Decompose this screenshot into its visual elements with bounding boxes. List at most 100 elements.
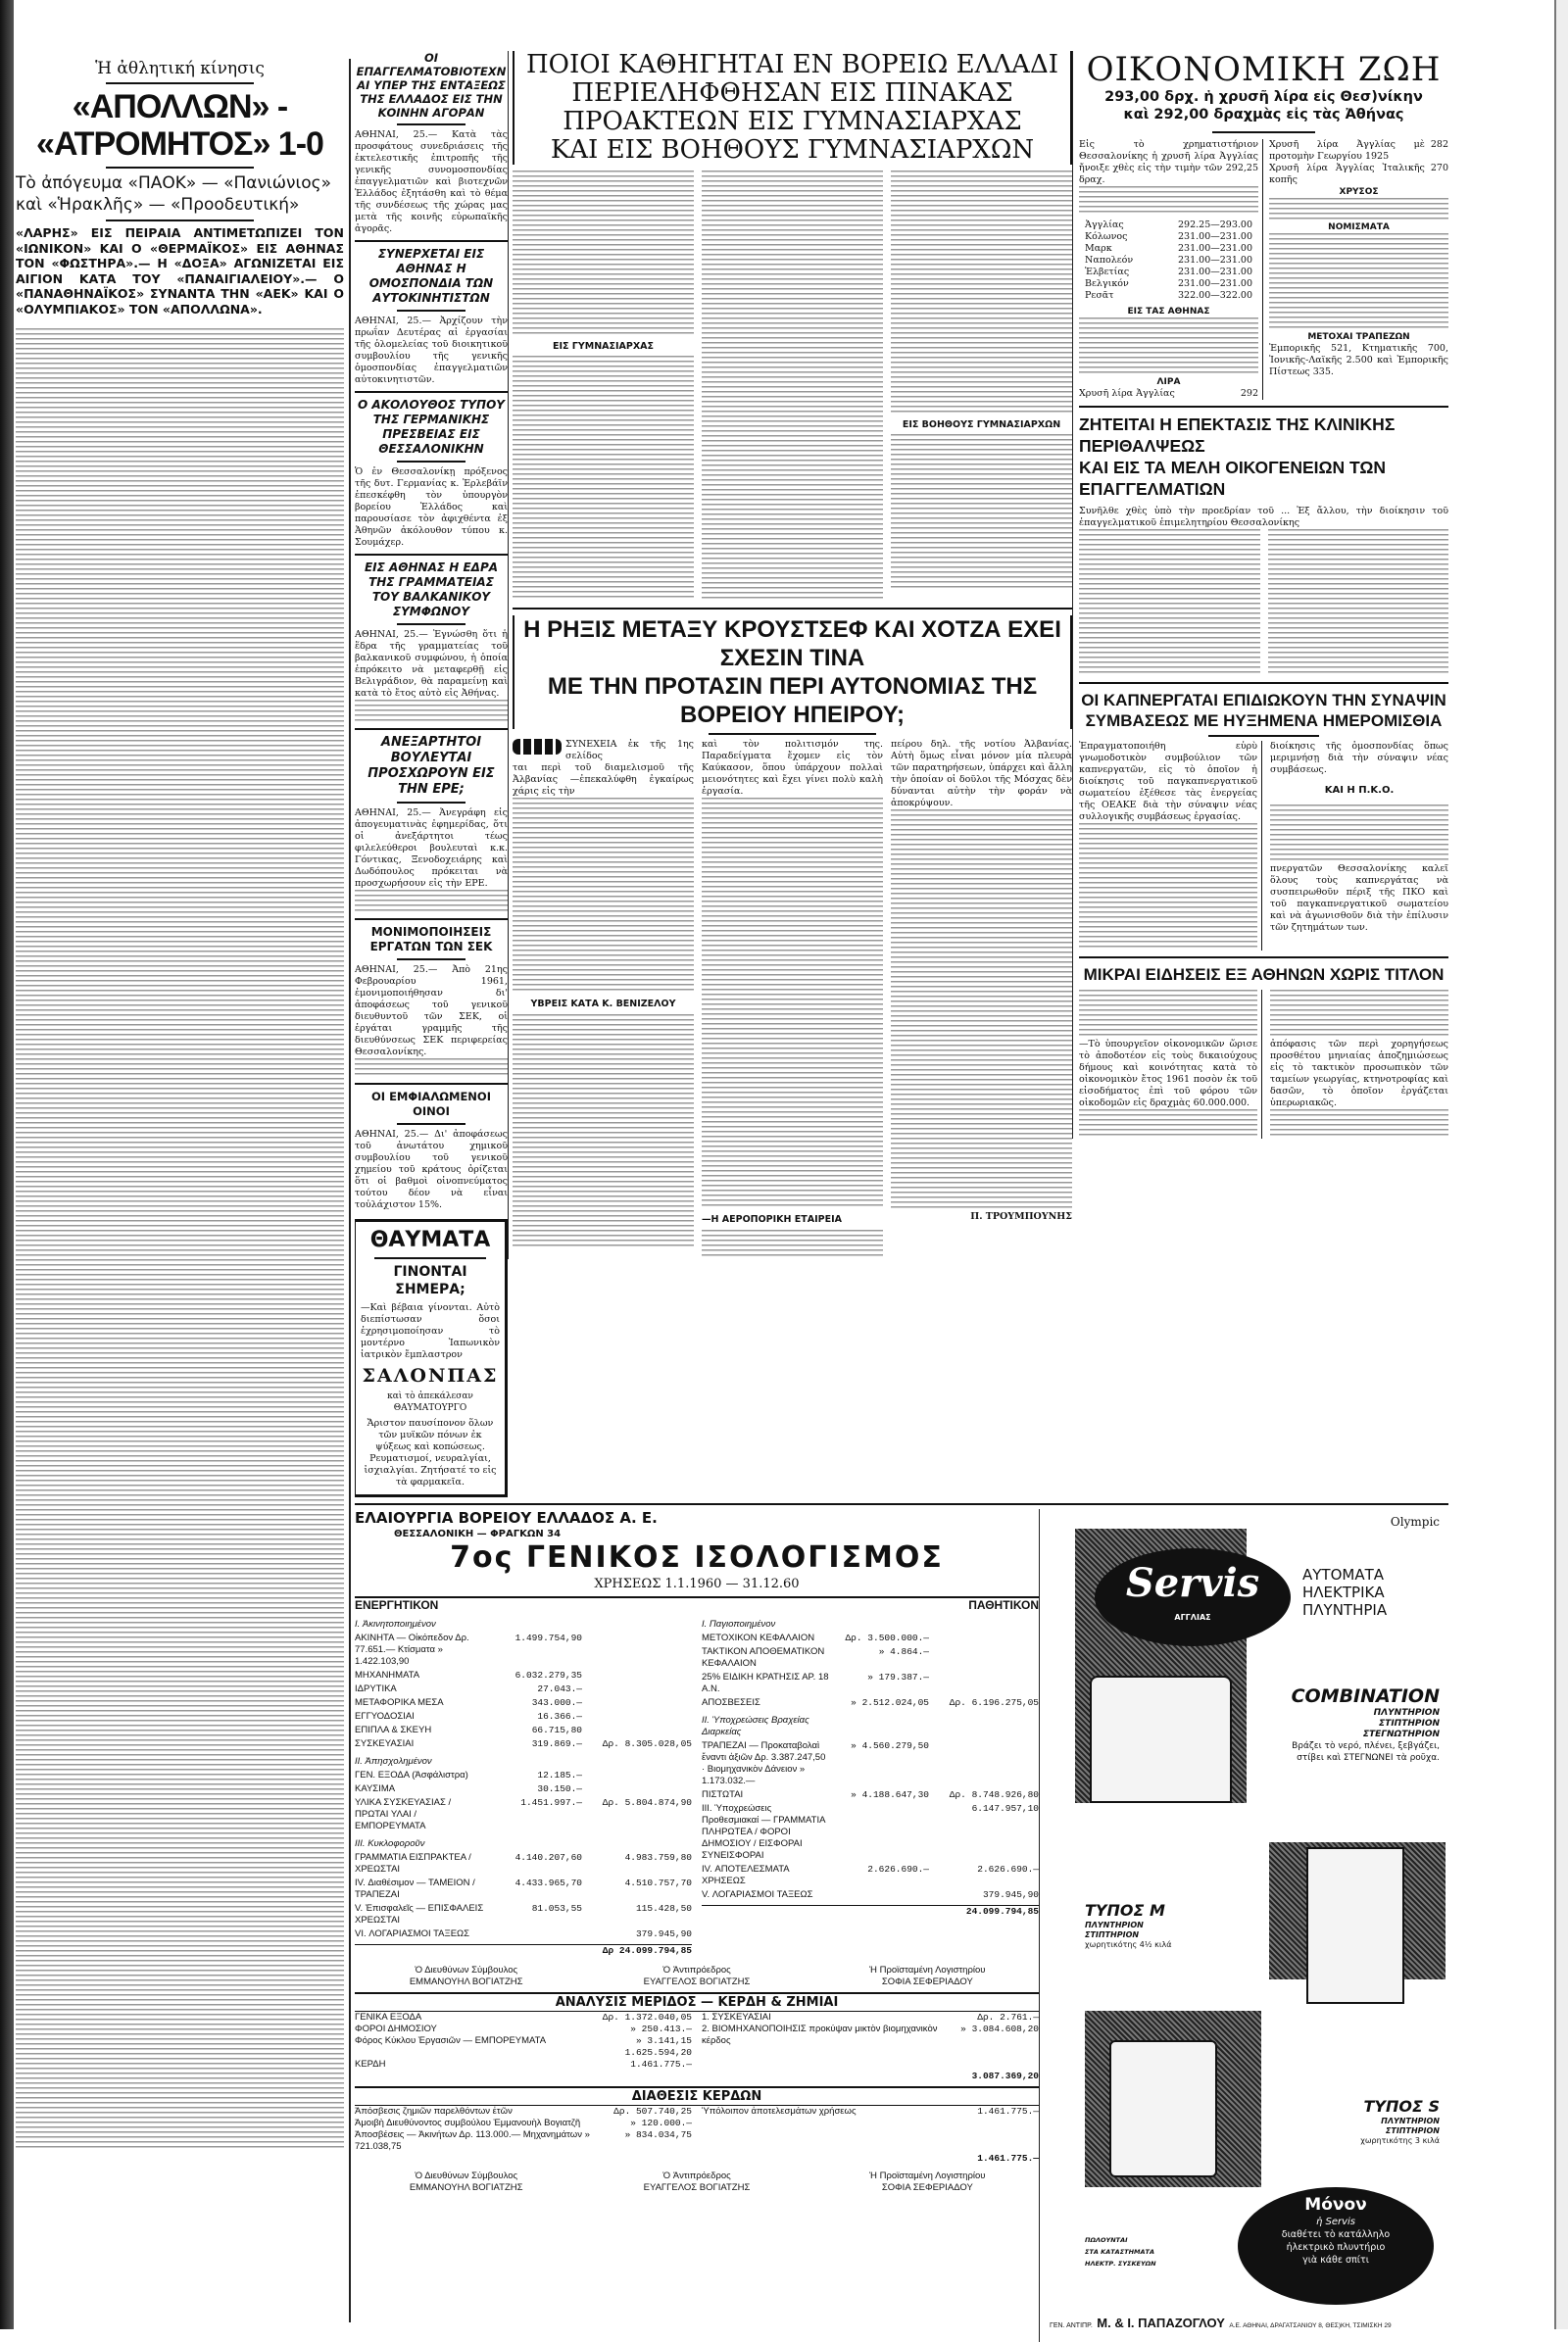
row-amount: » 834.034,75 [624,2129,692,2140]
economy-headline: ΟΙΚΟΝΟΜΙΚΗ ΖΩΗ [1086,50,1442,89]
brief-news: ΜΙΚΡΑΙ ΕΙΔΗΣΕΙΣ ΕΞ ΑΘΗΝΩΝ ΧΩΡΙΣ ΤΙΤΛΟΝ —… [1079,964,1448,1139]
type-m-capacity: χωρητικότης 4½ κιλά [1085,1940,1172,1949]
row-total: 4.510.757,70 [624,1878,692,1888]
albania-subhead: ΥΒΡΕΙΣ ΚΑΤΑ Κ. ΒΕΝΙΖΕΛΟΥ [530,999,676,1009]
row-total [586,1683,692,1695]
section-rule [513,608,1072,610]
body-text-lines [1270,805,1448,863]
ad-headline-line: ΠΛΥΝΤΗΡΙΑ [1302,1601,1388,1619]
type-s-line: ΣΤΙΠΤΗΡΙΟΝ [1385,2126,1440,2135]
oval-line: ἠλεκτρικὸ πλυντήριο [1286,2242,1386,2253]
table-row: ΤΡΑΠΕΖΑΙ — Προκαταβολαὶ ἔναντι ἀξιῶν Δρ.… [702,1740,1039,1787]
combo-desc: Βράζει τὸ νερό, πλένει, ξεβγάζει, στίβει… [1292,1741,1440,1763]
row-amount: 30.150.— [537,1783,582,1794]
main-area: ΟΙ ΕΠΑΓΓΕΛΜΑΤΟΒΙΟΤΕΧΝΑΙ ΥΠΕΡ ΤΗΣ ΕΝΤΑΞΕΩ… [355,51,1448,2342]
servis-ad: Olympic Servis ΑΓΓΛΙΑΣ ΑΥΤΟΜΑΤΑ ΗΛΕΚΤΡΙΚ… [1046,1509,1449,2342]
row-total [586,1756,692,1768]
currency-label: Βελγικόν [1085,278,1129,289]
row-amount: Δρ. 3.500.000.— [845,1633,929,1643]
currency-value: 292.25—293.00 [1178,220,1252,230]
body-text-lines [1079,317,1258,376]
body-text-lines [355,700,508,723]
salonpas-intro: —Καὶ βέβαια γίνονται. Αὐτὸ διεπίστωσαν ὅ… [361,1302,500,1360]
signature-role: Ἡ Προϊσταμένη Λογιστηρίου [869,2171,986,2181]
albania-article: Η ΡΗΞΙΣ ΜΕΤΑΞΥ ΚΡΟΥΣΤΣΕΦ ΚΑΙ ΧΟΤΖΑ ΕΧΕΙ … [513,615,1072,1259]
row-amount: Δρ. 1.372.040,05 [602,2012,692,2023]
row-label: 2. ΒΙΟΜΗΧΑΝΟΠΟΙΗΣΙΣ προκύψαν μικτὸν βιομ… [702,2024,938,2046]
combo-title: COMBINATION [1291,1685,1440,1707]
sports-deck: «ΛΑΡΗΣ» ΕΙΣ ΠΕΙΡΑΙΑ ΑΝΤΙΜΕΤΩΠΙΖΕΙ ΤΟΝ «Ι… [16,225,344,317]
salonpas-title: ΘΑΥΜΑΤΑ [369,1228,491,1252]
table-row: ΥΛΙΚΑ ΣΥΣΚΕΥΑΣΙΑΣ / ΠΡΩΤΑΙ ΥΛΑΙ / ΕΜΠΟΡΕ… [355,1797,692,1832]
currency-value: 231.00—231.00 [1178,255,1252,266]
salonpas-ad: ΘΑΥΜΑΤΑ ΓΙΝΟΝΤΑΙ ΣΗΜΕΡΑ; —Καὶ βέβαια γίν… [355,1219,508,1497]
table-row: II. Ἀπησχολημένον [355,1756,692,1768]
brief-article: ΣΥΝΕΡΧΕΤΑΙ ΕΙΣ ΑΘΗΝΑΣ Η ΟΜΟΣΠΟΝΔΙΑ ΤΩΝ Α… [355,247,508,386]
brief-text: ΑΘΗΝΑΙ, 25.— Κατὰ τὰς προσφάτους συνεδρι… [355,129,508,234]
row-total: Δρ. 8.748.926,80 [949,1789,1039,1800]
table-row: I. Ἀκινητοποιημένον [355,1619,692,1631]
dist-total-row: 1.461.775.— [355,2153,1039,2165]
signature-name: ΕΥΑΓΓΕΛΟΣ ΒΟΓΙΑΤΖΗΣ [643,1976,751,1987]
lira-value: 292 [1240,388,1258,399]
body-text-lines [702,171,883,602]
servis-logo: Servis ΑΓΓΛΙΑΣ [1095,1548,1291,1646]
row-amount: 1.461.775.— [977,2106,1039,2117]
row-label: III. Κυκλοφοροῦν [355,1838,425,1849]
tobacco-subhead: ΚΑΙ Η Π.Κ.Ο. [1324,785,1395,796]
lira-row: Χρυσῆ λίρα Ἀγγλίας 292 [1079,388,1258,400]
continued-note: ΣΥΝΕΧΕΙΑ ἐκ τῆς 1ης σελίδος [565,739,694,761]
row-total: 379.945,90 [635,1928,692,1939]
row-amount: » 4.188.647,30 [851,1789,929,1800]
table-row: 25% ΕΙΔΙΚΗ ΚΡΑΤΗΣΙΣ ΑΡ. 18 Α.Ν.» 179.387… [702,1672,1039,1695]
headline-line: ΠΟΙΟΙ ΚΑΘΗΓΗΤΑΙ ΕΝ ΒΟΡΕΙΩ ΕΛΛΑΔΙ [525,50,1058,79]
row-label: ΕΓΓΥΟΔΟΣΙΑΙ [355,1711,415,1722]
economy-sub1: 293,00 δρχ. ἡ χρυσῆ λίρα εἰς Θεσ)νίκην [1104,89,1423,105]
row-label: 25% ΕΙΔΙΚΗ ΚΡΑΤΗΣΙΣ ΑΡ. 18 Α.Ν. [702,1672,829,1694]
row-total: 379.945,90 [982,1889,1039,1900]
oval-line: ἡ Servis [1315,2217,1356,2227]
headline-line: ΟΙ ΚΑΠΝΕΡΓΑΤΑΙ ΕΠΙΔΙΩΚΟΥΝ ΤΗΝ ΣΥΝΑΨΙΝ [1081,691,1446,709]
row-label: VI. ΛΟΓΑΡΙΑΣΜΟΙ ΤΑΞΕΩΣ [355,1928,470,1939]
row-label: Ἀπόσβεσις ζημιῶν παρελθόντων ἐτῶν [355,2106,513,2117]
row-total [933,1672,1039,1695]
table-row: I. Παγιοποιημένον [702,1619,1039,1631]
signature-name: ΕΥΑΓΓΕΛΟΣ ΒΟΓΙΑΤΖΗΣ [643,2182,751,2193]
row-label: I. Παγιοποιημένον [702,1619,776,1630]
section-rule [1079,956,1448,958]
body-text-lines [891,171,1072,415]
bottom-row: ΕΛΑΙΟΥΡΓΙΑ ΒΟΡΕΙΟΥ ΕΛΛΑΔΟΣ Α. Ε. ΘΕΣΣΑΛΟ… [355,1503,1448,2342]
table-row: ΑΚΙΝΗΤΑ — Οἰκόπεδον Δρ. 77.651.— Κτίσματ… [355,1633,692,1668]
row-total [586,1725,692,1736]
sports-kicker: Ἡ ἀθλητική κίνησις [95,59,265,78]
currency-value: 231.00—231.00 [1178,231,1252,242]
row-label: 1. ΣΥΣΚΕΥΑΣΙΑΙ [702,2012,771,2023]
row-label: ΑΚΙΝΗΤΑ — Οἰκόπεδον Δρ. 77.651.— Κτίσματ… [355,1633,469,1667]
teachers-subhead: ΕΙΣ ΓΥΜΝΑΣΙΑΡΧΑΣ [552,341,654,352]
brief-title: ΣΥΝΕΡΧΕΤΑΙ ΕΙΣ ΑΘΗΝΑΣ Η ΟΜΟΣΠΟΝΔΙΑ ΤΩΝ Α… [368,247,494,305]
table-row: ΦΟΡΟΙ ΔΗΜΟΣΙΟΥ» 250.413.— [355,2024,692,2035]
assets-total-row: Δρ 24.099.794,85 [355,1944,692,1957]
body-text-lines [1079,186,1258,216]
row-label: II. Ὑποχρεώσεις Βραχείας Διαρκείας [702,1715,809,1737]
sports-headline: «ΑΠΟΛΛΩΝ» - «ΑΤΡΟΜΗΤΟΣ» 1-0 [36,88,324,163]
top-row: ΟΙ ΕΠΑΓΓΕΛΜΑΤΟΒΙΟΤΕΧΝΑΙ ΥΠΕΡ ΤΗΣ ΕΝΤΑΞΕΩ… [355,51,1448,1497]
type-m-line: ΣΤΙΠΤΗΡΙΟΝ [1085,1930,1140,1939]
row-total [933,1633,1039,1644]
company-name: ΕΛΑΙΟΥΡΓΙΑ ΒΟΡΕΙΟΥ ΕΛΛΑΔΟΣ Α. Ε. [355,1509,658,1527]
combo-line: ΣΤΙΠΤΗΡΙΟΝ [1379,1719,1440,1729]
